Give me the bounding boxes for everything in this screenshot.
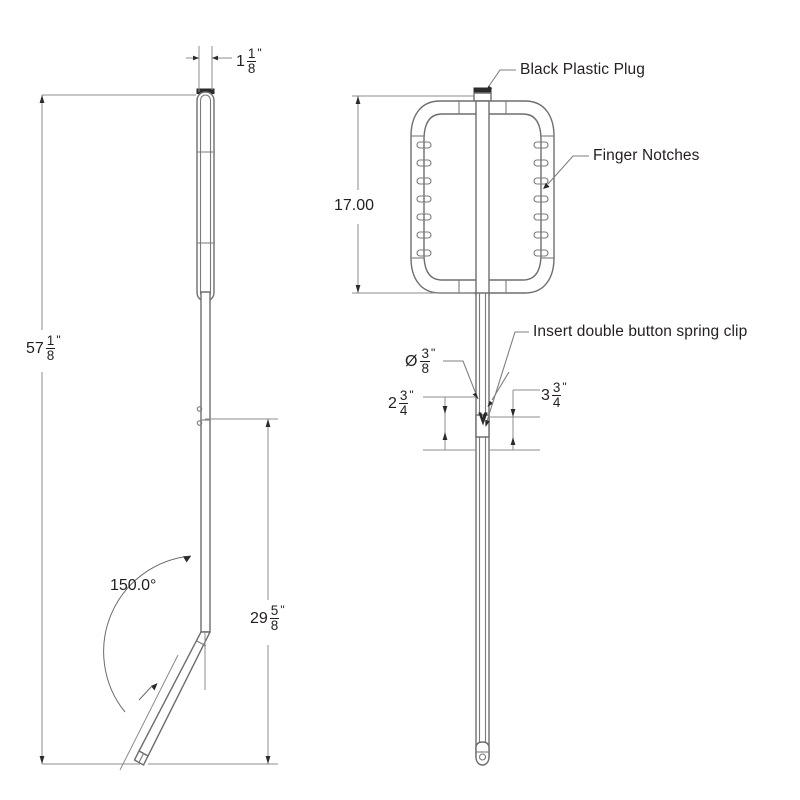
angle-arc [103, 555, 192, 713]
right-view-part [410, 87, 555, 766]
arrow-lower-top [265, 419, 271, 427]
dim-label-overall-length: 57 1 8 " [26, 333, 61, 364]
upper-shaft-left-view [200, 291, 211, 633]
dim-diameter-unit: " [430, 346, 436, 360]
annotation-black-plastic-plug: Black Plastic Plug [520, 61, 645, 78]
arrow-plug-note [486, 85, 493, 91]
dim-handle-width-fraction: 1 8 [246, 46, 257, 76]
dim-overall-unit: " [56, 333, 61, 347]
tip-cap-split-line [138, 753, 144, 763]
right-view-dimensions [352, 69, 589, 451]
spring-clip-button-upper [196, 406, 203, 412]
main-shaft-front-view [475, 292, 490, 759]
dim-label-handle-height: 17.00 [334, 197, 375, 214]
left-view-part [133, 88, 215, 766]
finger-notches-right [533, 141, 549, 257]
dim-handle-width-unit: " [257, 46, 262, 60]
arrow-clip-left-top [442, 406, 448, 414]
dim-label-bend-angle: 150.0° [110, 577, 157, 594]
dim-clip-left-numerator: 3 [399, 388, 408, 403]
finger-notches-left [416, 141, 432, 257]
handle-center-web [475, 100, 490, 296]
dim-label-handle-width: 1 1 8 " [236, 46, 262, 77]
leader-notches-note [547, 155, 589, 185]
left-view-dimensions [39, 46, 278, 771]
dim-lower-numerator: 5 [270, 603, 279, 618]
dim-overall-fraction: 1 8 [45, 333, 56, 363]
dim-lower-fraction: 5 8 [269, 603, 280, 633]
dim-clip-left-whole: 2 [388, 395, 397, 413]
dim-handle-width-numerator: 1 [247, 46, 256, 61]
leader-spring-clip [486, 331, 529, 422]
arrow-clip-right-top [510, 409, 516, 417]
dim-clip-right-whole: 3 [541, 387, 550, 405]
arrow-angle-lower [151, 683, 158, 691]
arrow-lower-bottom [265, 756, 271, 764]
dim-clip-left-unit: " [409, 388, 414, 402]
dim-label-clip-offset-left: 2 3 4 " [388, 388, 414, 419]
arrow-angle-upper [183, 556, 191, 563]
arrow-clip-right-bottom [510, 437, 516, 445]
dim-overall-whole: 57 [26, 340, 44, 358]
dim-clip-right-numerator: 3 [552, 380, 561, 395]
arrow-clip-left-bottom [442, 432, 448, 440]
angled-lower-leg [138, 631, 211, 757]
spring-clip-button-glyph [478, 412, 488, 426]
dim-lower-unit: " [280, 603, 285, 617]
arrow-handle-height-top [355, 96, 361, 104]
arrow-handle-width-left [193, 55, 199, 61]
arrow-spring-clip [485, 419, 490, 427]
dim-handle-width-denominator: 8 [246, 60, 257, 76]
dim-diameter-denominator: 8 [420, 360, 430, 376]
dim-lower-whole: 29 [250, 610, 268, 628]
handle-edge-profile [196, 91, 215, 302]
spring-clip-button-lower [196, 420, 203, 426]
angle-ref-line-slant [119, 654, 179, 771]
dim-lower-denominator: 8 [269, 617, 280, 633]
diameter-symbol-icon: Ø [405, 353, 418, 371]
leader-plug-note [488, 69, 516, 87]
dim-overall-numerator: 1 [46, 333, 55, 348]
dim-clip-right-unit: " [562, 380, 567, 394]
dim-clip-right-denominator: 4 [551, 394, 562, 410]
dim-label-lower-shaft: 29 5 8 " [250, 603, 285, 634]
tip-cap-button [478, 753, 487, 761]
angle-arc-lower-seg [138, 685, 153, 701]
arrow-shaft-diameter-2 [487, 400, 494, 407]
arrow-overall-bottom [39, 756, 45, 764]
arrow-handle-width-right [212, 55, 218, 61]
dim-label-clip-offset-right: 3 3 4 " [541, 380, 567, 411]
dim-label-shaft-diameter: Ø 3 8 " [405, 346, 436, 377]
dim-handle-width-whole: 1 [236, 53, 245, 71]
dim-clip-right-fraction: 3 4 [551, 380, 562, 410]
arrow-overall-top [39, 95, 45, 103]
arrow-shaft-diameter [472, 392, 478, 399]
dim-diameter-numerator: 3 [421, 346, 429, 361]
dim-diameter-fraction: 3 8 [420, 347, 430, 376]
annotation-spring-clip: Insert double button spring clip [533, 323, 748, 340]
dim-clip-left-denominator: 4 [398, 402, 409, 418]
arrow-handle-height-bottom [355, 285, 361, 293]
leader-shaft-diameter [443, 360, 479, 400]
dim-clip-left-fraction: 3 4 [398, 388, 409, 418]
arrow-notches-note [543, 182, 550, 189]
dim-overall-denominator: 8 [45, 347, 56, 363]
annotation-finger-notches: Finger Notches [593, 147, 700, 164]
